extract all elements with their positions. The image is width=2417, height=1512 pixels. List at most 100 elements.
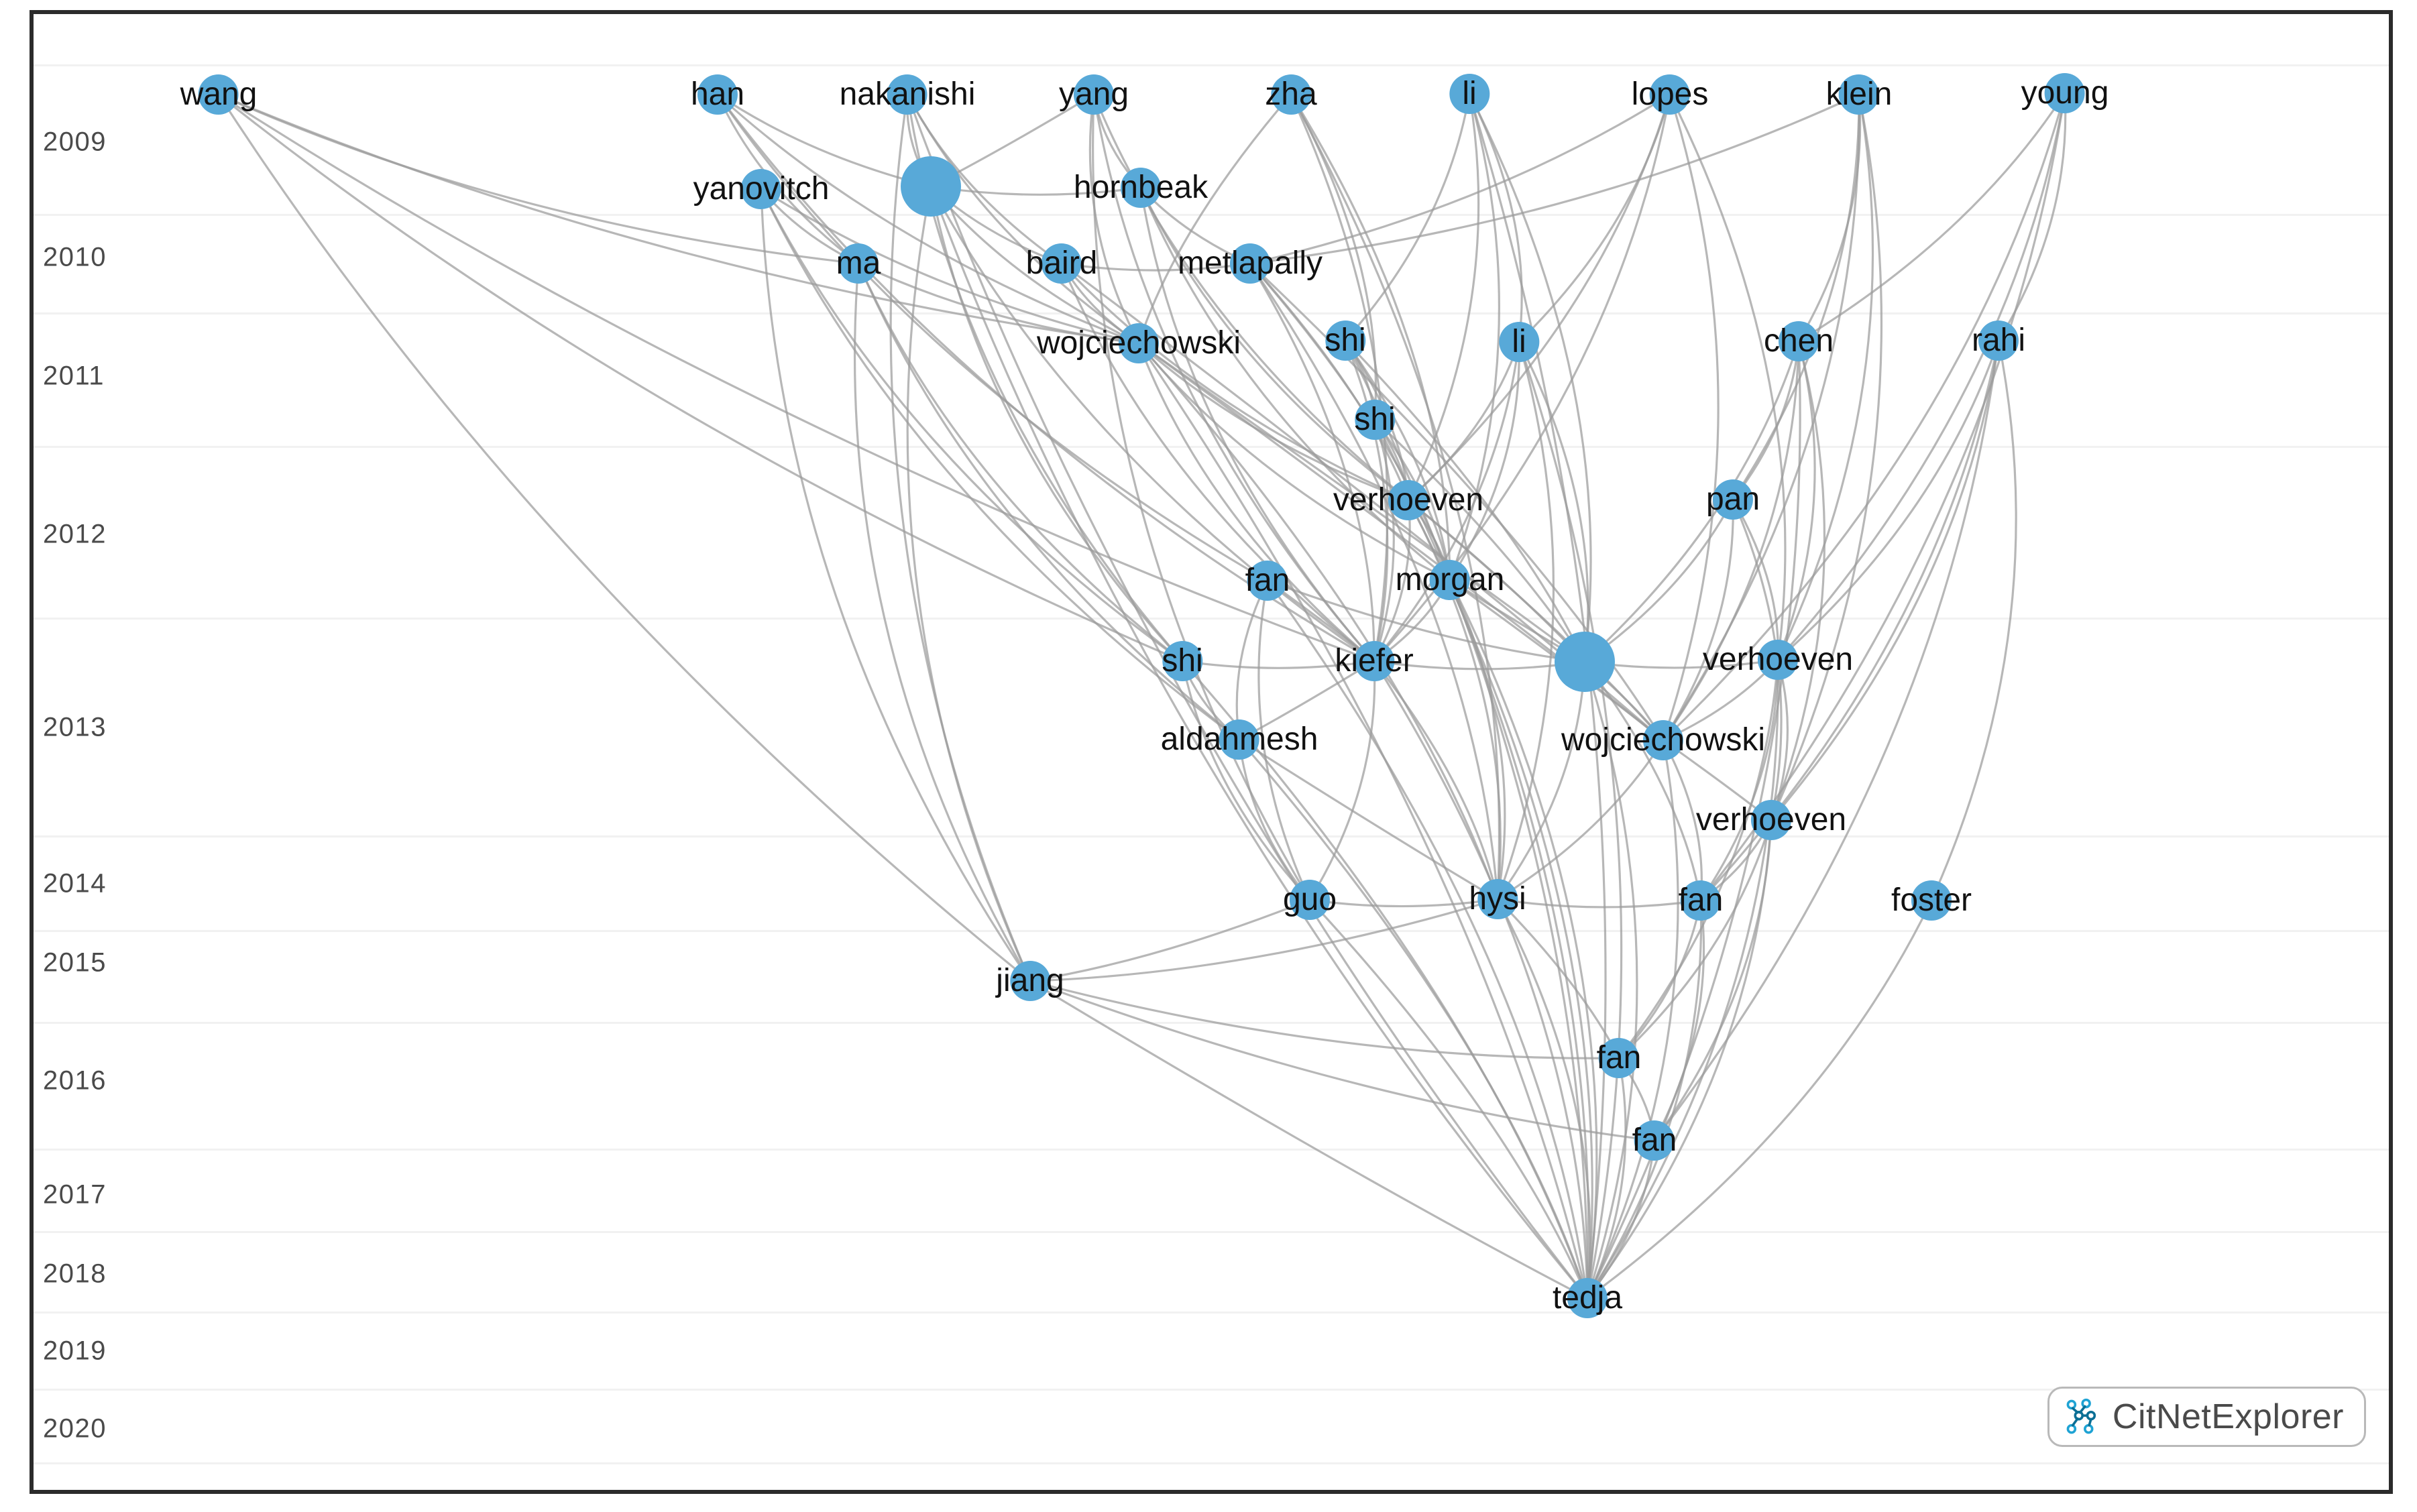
publication-node-wojciechowski[interactable]: wojciechowski: [1561, 720, 1766, 760]
node-label: fan: [1632, 1122, 1677, 1158]
node-circle-icon: [1839, 74, 1879, 115]
badge-label: CitNetExplorer: [2112, 1397, 2344, 1436]
publication-node-shi[interactable]: shi: [1354, 400, 1396, 440]
publication-node-pan[interactable]: pan: [1705, 479, 1760, 520]
node-label: rahi: [1971, 323, 2026, 358]
publication-node-nakanishi[interactable]: nakanishi: [839, 74, 976, 115]
publication-node-yanovitch[interactable]: yanovitch: [693, 169, 830, 209]
citnetexplorer-badge[interactable]: CitNetExplorer: [2047, 1387, 2366, 1447]
node-label: wang: [180, 76, 258, 112]
publication-node-baird[interactable]: baird: [1025, 243, 1098, 284]
year-label-2010: 2010: [43, 242, 107, 272]
node-circle-icon: [1270, 74, 1311, 115]
publication-node-li[interactable]: li: [1449, 74, 1489, 114]
node-circle-icon: [1118, 323, 1159, 363]
node-label: nakanishi: [839, 76, 976, 112]
node-label: verhoeven: [1695, 802, 1847, 837]
node-label: verhoeven: [1702, 642, 1854, 677]
publication-node-lopes[interactable]: lopes: [1632, 74, 1708, 115]
publication-node-fan[interactable]: fan: [1596, 1038, 1642, 1078]
publication-node-li[interactable]: li: [1498, 322, 1539, 362]
publication-node-hornbeak[interactable]: hornbeak: [1073, 168, 1208, 208]
publication-node-rahi[interactable]: rahi: [1971, 321, 2026, 361]
node-circle-icon: [1650, 74, 1690, 115]
publication-node-wang[interactable]: wang: [180, 74, 258, 115]
node-circle-icon: [1567, 1278, 1608, 1318]
node-label: wojciechowski: [1561, 722, 1766, 758]
node-circle-icon: [1219, 719, 1259, 760]
node-circle-icon: [1642, 720, 1683, 760]
publication-node-young[interactable]: young: [2021, 73, 2109, 113]
node-label: young: [2021, 75, 2109, 111]
publication-node-metlapally[interactable]: metlapally: [1178, 243, 1323, 284]
node-circle-icon: [1449, 74, 1489, 114]
publication-node-guo[interactable]: guo: [1282, 880, 1337, 920]
publication-node-fan[interactable]: fan: [1632, 1120, 1677, 1161]
node-circle-icon: [1009, 961, 1050, 1001]
publication-node-klein[interactable]: klein: [1826, 74, 1892, 115]
node-label: zha: [1265, 76, 1317, 112]
plot-frame: wang han nakanishi yang zha li lopes klein young…: [30, 10, 2393, 1494]
gridline-2019: [34, 1312, 2389, 1314]
node-label: li: [1462, 76, 1477, 111]
year-label-2016: 2016: [43, 1065, 107, 1096]
publication-node-verhoeven[interactable]: verhoeven: [1702, 640, 1854, 680]
node-label: pan: [1705, 481, 1760, 517]
publication-node-shi[interactable]: shi: [1162, 641, 1203, 681]
node-label: yanovitch: [693, 171, 830, 207]
node-label: baird: [1025, 245, 1098, 281]
publication-node-ma[interactable]: ma: [836, 243, 881, 284]
node-label: jiang: [996, 963, 1064, 998]
publication-node-fan[interactable]: fan: [1245, 561, 1290, 601]
node-circle-icon: [1680, 880, 1721, 921]
year-label-2020: 2020: [43, 1413, 107, 1444]
node-label: fan: [1245, 563, 1290, 598]
node-label: foster: [1891, 882, 1972, 918]
publication-node-yang[interactable]: yang: [1058, 74, 1129, 115]
publication-nodes-layer: wang han nakanishi yang zha li lopes klein young…: [34, 14, 2389, 1490]
publication-node-wojciechowski[interactable]: wojciechowski: [1036, 323, 1241, 363]
node-circle-icon: [1911, 880, 1952, 921]
publication-node-kiefer[interactable]: kiefer: [1335, 641, 1414, 681]
publication-node-jiang[interactable]: jiang: [996, 961, 1064, 1001]
publication-node-shi[interactable]: shi: [1325, 321, 1366, 361]
node-circle-icon: [1498, 322, 1539, 362]
publication-node-fan[interactable]: fan: [1679, 880, 1723, 921]
node-circle-icon: [1290, 880, 1330, 920]
year-label-2015: 2015: [43, 947, 107, 978]
node-circle-icon: [901, 156, 961, 217]
node-circle-icon: [1121, 168, 1161, 208]
publication-node-foster[interactable]: foster: [1891, 880, 1972, 921]
node-circle-icon: [1354, 400, 1395, 440]
citation-timeline-plot[interactable]: wang han nakanishi yang zha li lopes klein young…: [34, 14, 2389, 1490]
publication-node-tedja[interactable]: tedja: [1553, 1278, 1622, 1318]
node-circle-icon: [1162, 641, 1202, 681]
node-circle-icon: [1477, 879, 1518, 919]
node-circle-icon: [1074, 74, 1114, 115]
node-label: fan: [1596, 1040, 1642, 1075]
node-label: wojciechowski: [1036, 325, 1241, 361]
node-circle-icon: [1555, 632, 1615, 692]
publication-node-chen[interactable]: chen: [1764, 321, 1834, 361]
publication-node-verhoeven[interactable]: verhoeven: [1333, 480, 1483, 520]
year-label-2018: 2018: [43, 1259, 107, 1289]
year-label-2017: 2017: [43, 1179, 107, 1210]
publication-node-verhoeven[interactable]: verhoeven: [1695, 800, 1847, 840]
node-label: hysi: [1469, 881, 1526, 917]
publication-node-morgan[interactable]: morgan: [1395, 560, 1505, 600]
node-label: yang: [1058, 76, 1129, 112]
publication-node-han[interactable]: han: [691, 74, 744, 115]
year-label-2014: 2014: [43, 868, 107, 898]
publication-node-aldahmesh[interactable]: aldahmesh: [1161, 719, 1318, 760]
node-circle-icon: [1751, 800, 1791, 840]
node-circle-icon: [1598, 1038, 1639, 1078]
node-label: shi: [1354, 402, 1396, 437]
node-label: guo: [1282, 882, 1337, 917]
node-label: hornbeak: [1073, 170, 1208, 205]
node-circle-icon: [741, 169, 781, 209]
year-label-2012: 2012: [43, 519, 107, 549]
node-label: morgan: [1395, 562, 1505, 597]
publication-node-zha[interactable]: zha: [1265, 74, 1317, 115]
year-label-2019: 2019: [43, 1336, 107, 1366]
publication-node-hysi[interactable]: hysi: [1469, 879, 1526, 919]
